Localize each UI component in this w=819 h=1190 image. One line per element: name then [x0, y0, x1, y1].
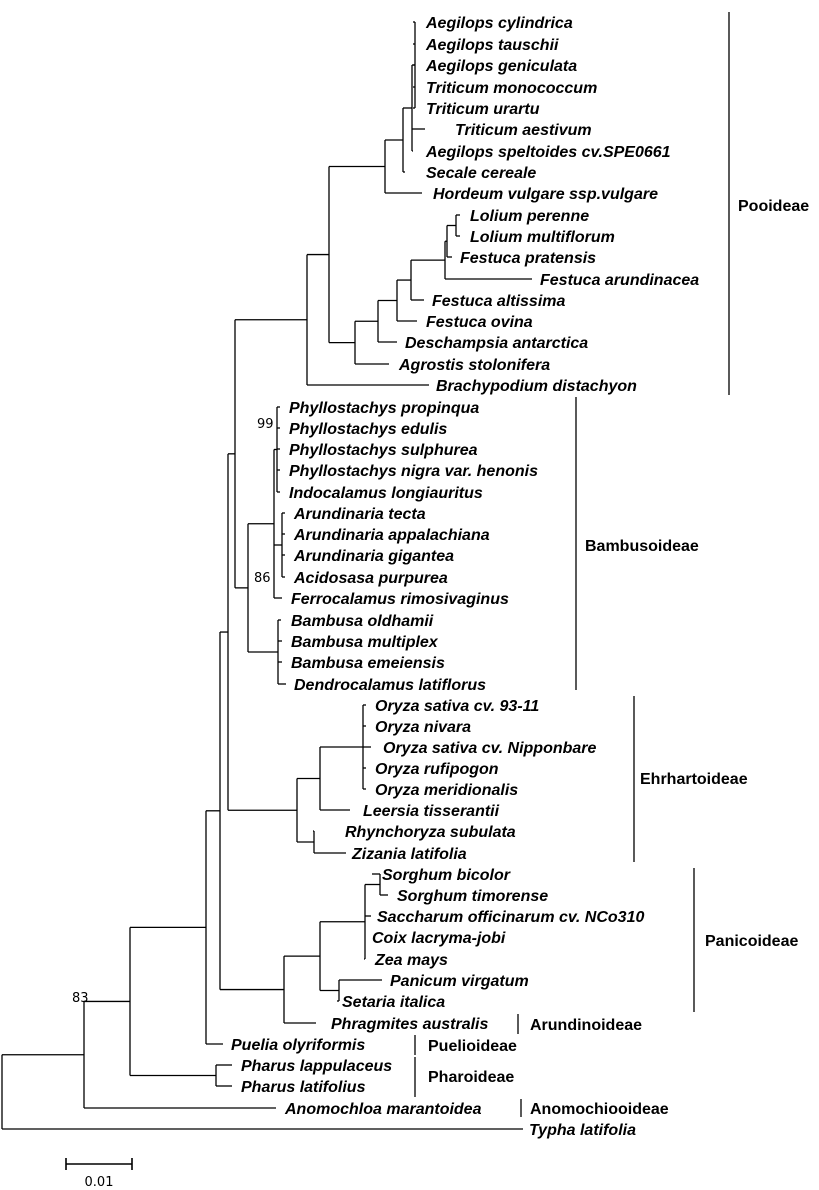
taxon-label: Sorghum timorense — [397, 888, 548, 905]
taxon-label: Indocalamus longiauritus — [289, 485, 483, 502]
taxon-label: Bambusa multiplex — [291, 634, 439, 651]
taxon-label: Hordeum vulgare ssp.vulgare — [433, 186, 658, 203]
scale-label: 0.01 — [85, 1175, 114, 1190]
taxon-label: Pharus lappulaceus — [241, 1058, 392, 1075]
taxon-label: Oryza sativa cv. Nipponbare — [383, 740, 597, 757]
clade-label: Arundinoideae — [530, 1017, 642, 1034]
taxon-label: Zea mays — [374, 952, 448, 969]
taxon-label: Bambusa oldhamii — [291, 613, 434, 630]
scale-bar — [65, 1158, 133, 1170]
taxon-label: Puelia olyriformis — [231, 1037, 365, 1054]
taxon-label: Phyllostachys edulis — [289, 421, 447, 438]
bootstrap-value: 83 — [72, 991, 89, 1006]
taxon-label: Rhynchoryza subulata — [345, 824, 516, 841]
taxon-label: Brachypodium distachyon — [436, 378, 637, 395]
taxon-label: Phragmites australis — [331, 1016, 489, 1033]
taxon-label: Lolium perenne — [470, 208, 589, 225]
taxon-label: Arundinaria gigantea — [293, 548, 454, 565]
taxon-label: Festuca pratensis — [460, 250, 596, 267]
bootstrap-value: 99 — [257, 417, 274, 432]
taxon-label: Phyllostachys propinqua — [289, 400, 479, 417]
taxon-label: Triticum monococcum — [426, 80, 597, 97]
taxon-label: Triticum urartu — [426, 101, 540, 118]
taxon-label: Oryza nivara — [375, 719, 471, 736]
clade-labels: PooideaeBambusoideaeEhrhartoideaePanicoi… — [428, 198, 809, 1118]
taxon-label: Lolium multiflorum — [470, 229, 615, 246]
taxon-label: Oryza meridionalis — [375, 782, 518, 799]
taxon-label: Agrostis stolonifera — [398, 357, 550, 374]
taxon-label: Phyllostachys nigra var. henonis — [289, 463, 538, 480]
taxon-label: Panicum virgatum — [390, 973, 529, 990]
taxon-label: Festuca ovina — [426, 314, 533, 331]
clade-label: Puelioideae — [428, 1038, 517, 1055]
taxon-label: Zizania latifolia — [351, 846, 467, 863]
taxon-label: Deschampsia antarctica — [405, 335, 588, 352]
tree-branches — [1, 21, 532, 1130]
taxon-label: Anomochloa marantoidea — [284, 1101, 482, 1118]
taxon-label: Aegilops cylindrica — [425, 15, 573, 32]
taxon-label: Ferrocalamus rimosivaginus — [291, 591, 509, 608]
taxon-label: Festuca altissima — [432, 293, 566, 310]
clade-bars — [414, 12, 730, 1117]
taxon-label: Oryza rufipogon — [375, 761, 499, 778]
taxon-label: Festuca arundinacea — [540, 272, 699, 289]
clade-label: Ehrhartoideae — [640, 771, 748, 788]
clade-label: Bambusoideae — [585, 538, 699, 555]
taxon-label: Saccharum officinarum cv. NCo310 — [377, 909, 644, 926]
clade-label: Pharoideae — [428, 1069, 514, 1086]
taxon-label: Oryza sativa cv. 93-11 — [375, 698, 539, 715]
taxon-label: Phyllostachys sulphurea — [289, 442, 478, 459]
taxon-label: Bambusa emeiensis — [291, 655, 445, 672]
bootstrap-value: 86 — [254, 571, 271, 586]
taxon-label: Arundinaria appalachiana — [293, 527, 490, 544]
taxon-label: Sorghum bicolor — [382, 867, 511, 884]
taxon-label: Aegilops geniculata — [425, 58, 577, 75]
clade-label: Anomochiooideae — [530, 1101, 669, 1118]
clade-label: Panicoideae — [705, 933, 798, 950]
taxon-label: Aegilops tauschii — [425, 37, 559, 54]
taxon-label: Acidosasa purpurea — [293, 570, 448, 587]
taxon-label: Secale cereale — [426, 165, 536, 182]
taxon-label: Typha latifolia — [529, 1122, 636, 1139]
taxon-label: Arundinaria tecta — [293, 506, 426, 523]
taxon-label: Setaria italica — [342, 994, 445, 1011]
taxon-label: Dendrocalamus latiflorus — [294, 677, 486, 694]
taxon-label: Triticum aestivum — [455, 122, 592, 139]
clade-label: Pooideae — [738, 198, 809, 215]
taxon-label: Leersia tisserantii — [363, 803, 500, 820]
taxon-label: Coix lacryma-jobi — [372, 930, 506, 947]
taxon-label: Aegilops speltoides cv.SPE0661 — [425, 144, 671, 161]
taxon-label: Pharus latifolius — [241, 1079, 366, 1096]
